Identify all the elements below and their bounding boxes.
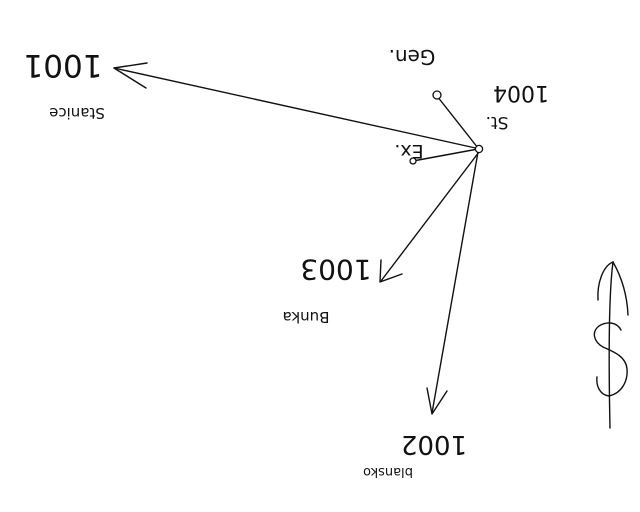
arrow-to-1001 — [113, 62, 481, 150]
gen-node — [432, 90, 442, 100]
branch-1003-code: 1003 — [300, 253, 371, 286]
connector-ex — [412, 148, 479, 162]
branch-1001-code: 1001 — [24, 47, 103, 83]
hub-code: 1004 — [493, 80, 549, 105]
arrow-to-1002 — [426, 151, 479, 415]
hub-name: St. — [486, 112, 509, 132]
connector-gen — [436, 95, 479, 149]
branch-1001-name: Stanice — [49, 104, 105, 122]
dollar-sign-icon — [593, 261, 629, 429]
arrow-to-1003 — [379, 151, 480, 283]
ex-node — [409, 157, 417, 165]
gen-label: Gen. — [389, 45, 436, 69]
hub-node — [474, 144, 484, 154]
ex-label: Ex. — [394, 140, 423, 162]
branch-1002-code: 1002 — [401, 429, 467, 459]
branch-1002-name: blansko — [363, 464, 413, 479]
branch-1003-name: Bunka — [283, 308, 330, 326]
